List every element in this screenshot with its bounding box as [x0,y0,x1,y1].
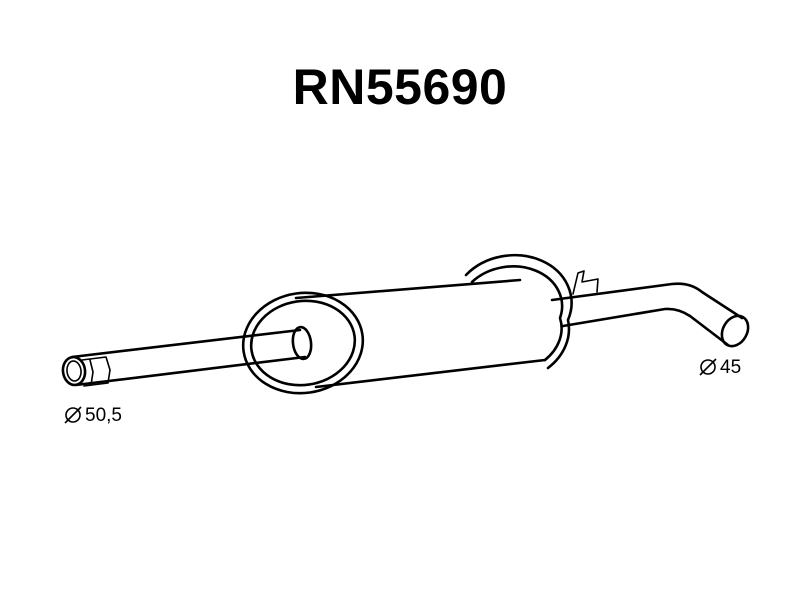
inlet-diameter-value: 50,5 [85,405,122,426]
outlet-diameter-label: 45 [697,357,741,379]
muffler-body [241,253,573,395]
diameter-symbol-icon [699,358,717,376]
outlet-pipe [550,270,750,348]
part-number-title: RN55690 [292,59,508,115]
outlet-diameter-value: 45 [720,357,742,378]
inlet-collar [291,325,313,361]
inlet-pipe [61,328,307,387]
inlet-diameter-label: 50,5 [62,405,122,427]
diameter-symbol-icon [64,406,82,424]
